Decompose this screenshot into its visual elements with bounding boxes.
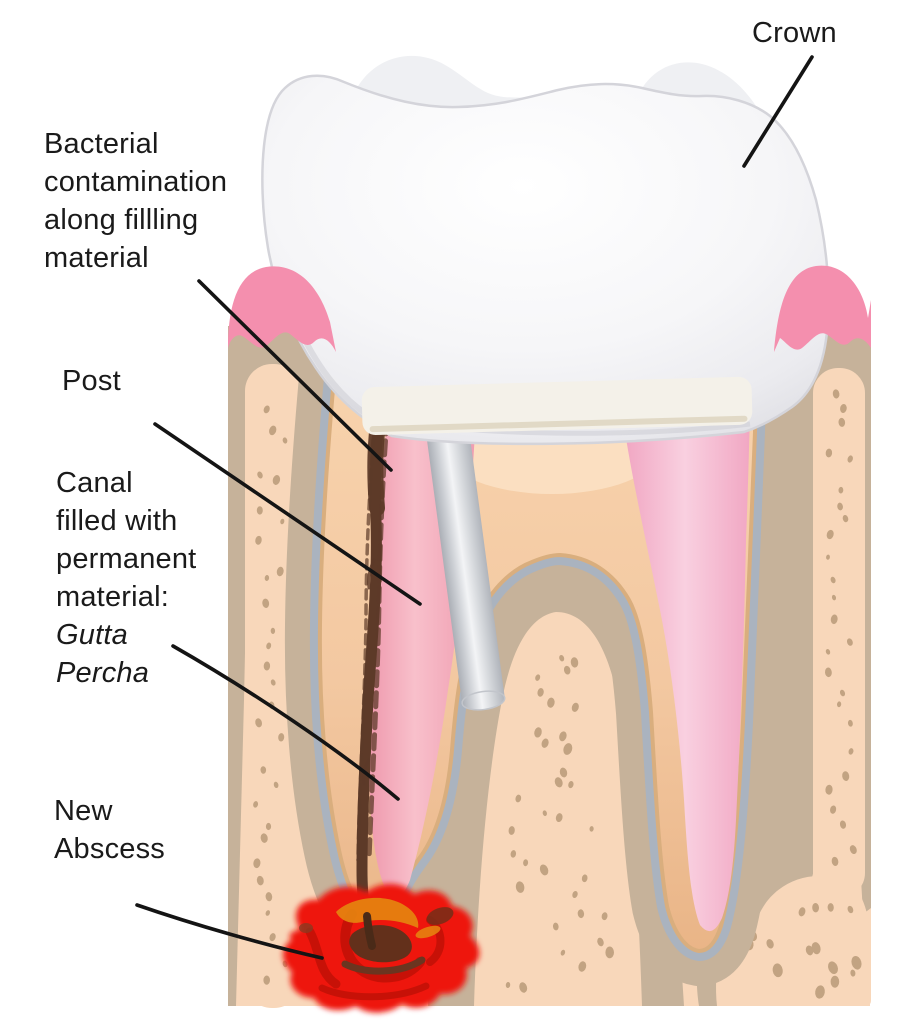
marrow-center: [474, 612, 642, 1006]
filling-base-shadow: [369, 415, 748, 433]
gum-right: [774, 265, 871, 352]
abscess-dark-spot-right: [426, 907, 454, 925]
crown-pointer-line: [742, 55, 814, 168]
abscess-dark-spot-left: [299, 923, 313, 933]
abscess-dark-center: [349, 925, 412, 963]
abscess: [283, 883, 480, 1013]
metal-post: [422, 403, 506, 711]
marrow-dots-right: [824, 389, 857, 866]
canal-filling-label: Canal filled with permanent material: Gu…: [56, 467, 197, 689]
abscess-orange-streak: [415, 925, 441, 939]
contamination-into-abscess: [363, 912, 376, 950]
gums: [228, 265, 871, 352]
crown-label: Crown: [752, 14, 837, 52]
bacterial-contamination-label: Bacterial contamination along fillling m…: [44, 128, 228, 274]
crown: [261, 55, 830, 446]
crown-label-text: Crown: [752, 17, 837, 49]
post-tip: [461, 690, 506, 711]
bacterial-pointer-line: [197, 279, 393, 472]
marrow-dots-center: [505, 654, 615, 993]
marrow-left-capsule: [245, 364, 301, 1008]
abscess-pointer-line: [135, 903, 324, 960]
abscess-dark-streak: [341, 956, 426, 975]
post-shaft: [422, 403, 505, 705]
marrow-dots-left: [253, 405, 288, 985]
new-abscess-label: New Abscess: [54, 795, 165, 865]
filling-base: [361, 376, 753, 436]
abscess-orange-patch: [336, 897, 419, 928]
root-canals: [356, 400, 750, 932]
post-label: Post: [62, 362, 121, 400]
right-canal-pulp: [622, 412, 750, 932]
bacterial-contamination-streak: [356, 400, 390, 928]
gutta-pointer-line: [171, 644, 400, 801]
bone-marrow-regions: [245, 364, 870, 1008]
marrow-right-capsule: [813, 368, 865, 898]
gum-left: [228, 266, 336, 352]
pointer-lines: [135, 55, 814, 960]
post-label-text: Post: [62, 365, 121, 397]
post-pointer-line: [153, 422, 422, 606]
